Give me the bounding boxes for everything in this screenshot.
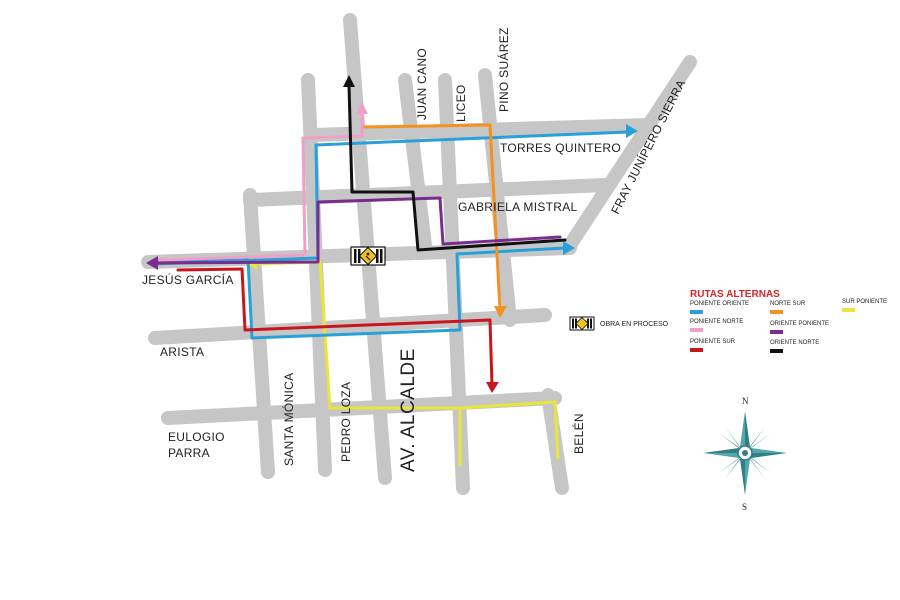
street-fray-junipero-sierra [563, 55, 697, 252]
street-torres-quintero [305, 118, 655, 142]
obra-en-proceso-icon [350, 246, 386, 266]
legend-swatch-norte-sur [770, 310, 783, 314]
legend-label-oriente-norte: ORIENTE NORTE [770, 340, 819, 346]
compass-rose: N S [703, 396, 787, 512]
compass-south-label: S [742, 502, 747, 512]
legend-swatch-sur-poniente [842, 308, 855, 312]
route-oriente-poniente [153, 196, 562, 265]
arrow-poniente-oriente-b [626, 124, 638, 138]
legend-label-norte-sur: NORTE SUR [770, 301, 806, 307]
compass-north-label: N [742, 396, 749, 406]
legend-swatch-poniente-norte [690, 328, 703, 332]
route-norte-sur [360, 123, 502, 312]
label-liceo: LICEO [454, 84, 468, 122]
legend-label-poniente-sur: PONIENTE SUR [690, 339, 736, 345]
street-pino-suarez [478, 68, 517, 327]
route-oriente-norte [347, 84, 567, 252]
label-pedro-loza: PEDRO LOZA [339, 382, 353, 462]
label-pino-suarez: PINO SUÁREZ [496, 27, 511, 112]
label-juan-cano: JUAN CANO [415, 48, 429, 120]
compass-cardinal-points [703, 411, 787, 495]
route-poniente-sur [176, 267, 494, 387]
legend-swatch-oriente-norte [770, 349, 783, 353]
legend-label-sur-poniente: SUR PONIENTE [842, 299, 887, 305]
legend-label-poniente-norte: PONIENTE NORTE [690, 319, 743, 325]
arrow-poniente-norte [356, 102, 368, 114]
street-juan-cano [398, 73, 432, 252]
legend: RUTAS ALTERNAS PONIENTE ORIENTE PONIENTE… [569, 289, 887, 353]
street-belen [541, 388, 569, 495]
arrow-oriente-norte [343, 75, 355, 87]
arrow-poniente-oriente-a [563, 241, 575, 255]
label-arista: ARISTA [160, 345, 204, 359]
arrow-poniente-sur [486, 382, 499, 393]
label-santa-monica: SANTA MÓNICA [281, 373, 296, 466]
label-torres-quintero: TORRES QUINTERO [500, 141, 621, 155]
route-poniente-norte [156, 110, 364, 262]
label-av-alcalde: AV. ALCALDE [398, 348, 419, 472]
compass-diagonal-points [719, 427, 771, 479]
street-pedro-loza [301, 73, 332, 477]
legend-swatch-poniente-oriente [690, 310, 703, 314]
street-santa-monica [243, 188, 275, 479]
arrow-oriente-poniente [146, 256, 158, 270]
label-eulogio: EULOGIO [168, 430, 225, 444]
legend-obra-label: OBRA EN PROCESO [600, 321, 669, 328]
legend-label-poniente-oriente: PONIENTE ORIENTE [690, 301, 749, 307]
label-parra: PARRA [168, 446, 210, 460]
legend-obra-icon [569, 316, 595, 331]
legend-title: RUTAS ALTERNAS [690, 289, 780, 300]
legend-label-oriente-poniente: ORIENTE PONIENTE [770, 321, 829, 327]
label-belen: BELÉN [571, 413, 586, 454]
arrow-norte-sur [494, 306, 507, 318]
legend-swatch-oriente-poniente [770, 330, 783, 334]
label-jesus-garcia: JESÚS GARCÍA [142, 272, 234, 287]
label-gabriela-mistral: GABRIELA MISTRAL [458, 200, 578, 214]
route-sur-poniente-a [458, 400, 560, 467]
legend-swatch-poniente-sur [690, 348, 703, 352]
compass-center-dot [742, 450, 748, 456]
